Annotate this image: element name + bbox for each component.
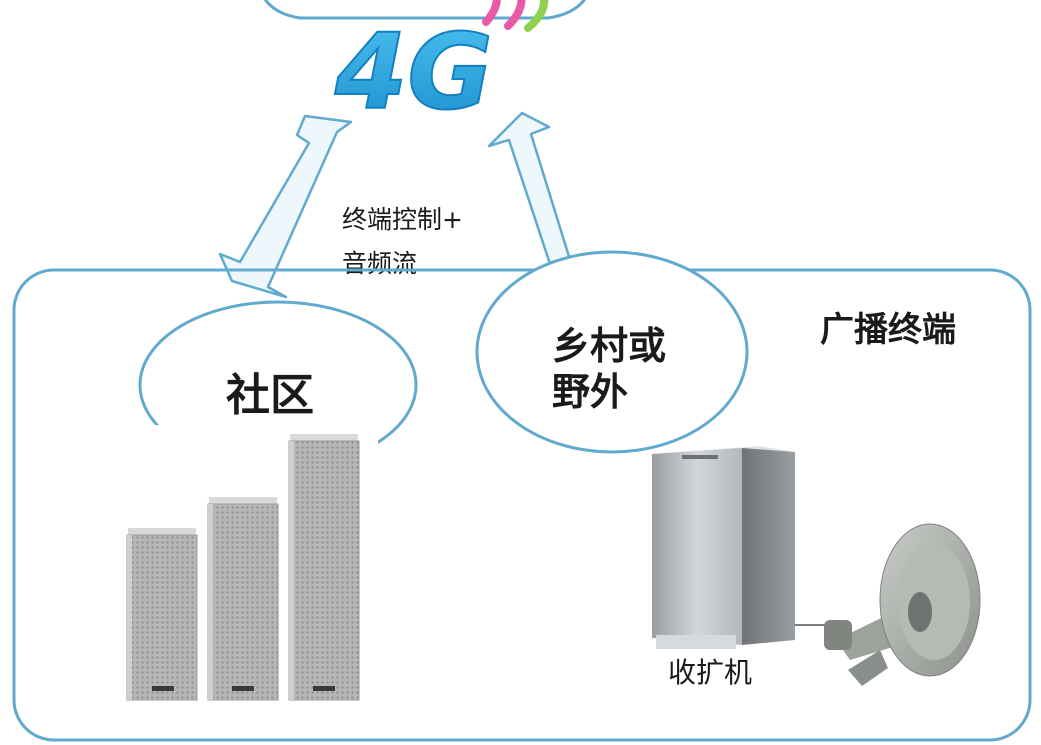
column-speaker-medium <box>207 497 279 701</box>
signal-waves-icon <box>482 0 549 32</box>
left-bidirectional-arrow <box>218 114 353 299</box>
horn-speaker <box>824 523 981 686</box>
terminal-title: 广播终端 <box>820 310 956 350</box>
rural-label-line2: 野外 <box>552 370 628 414</box>
link-label-line2: 音频流 <box>342 249 417 278</box>
column-speaker-large <box>288 434 360 701</box>
network-cloud <box>263 0 586 20</box>
community-label: 社区 <box>226 370 314 421</box>
rural-label-line1: 乡村或 <box>552 324 666 368</box>
broadcast-terminal-container <box>12 268 1032 742</box>
column-speaker-small <box>126 528 198 701</box>
rural-ellipse <box>475 250 749 454</box>
network-label: 4G <box>334 11 493 133</box>
amplifier-cabinet <box>652 446 795 649</box>
amplifier-label: 收扩机 <box>668 656 752 689</box>
link-label-line1: 终端控制+ <box>342 205 463 234</box>
